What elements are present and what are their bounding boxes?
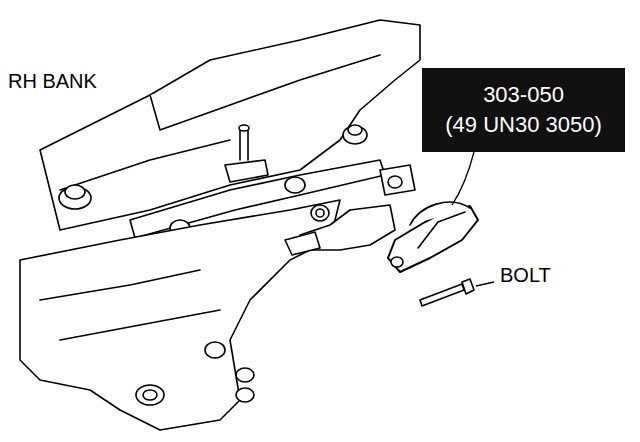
tool-number: 303-050	[483, 80, 564, 110]
part-label: BOLT	[500, 264, 551, 287]
tool-number-box: 303-050(49 UN30 3050)	[422, 68, 625, 152]
part-label: RH BANK	[8, 70, 97, 93]
tool-number: (49 UN30 3050)	[445, 110, 602, 140]
